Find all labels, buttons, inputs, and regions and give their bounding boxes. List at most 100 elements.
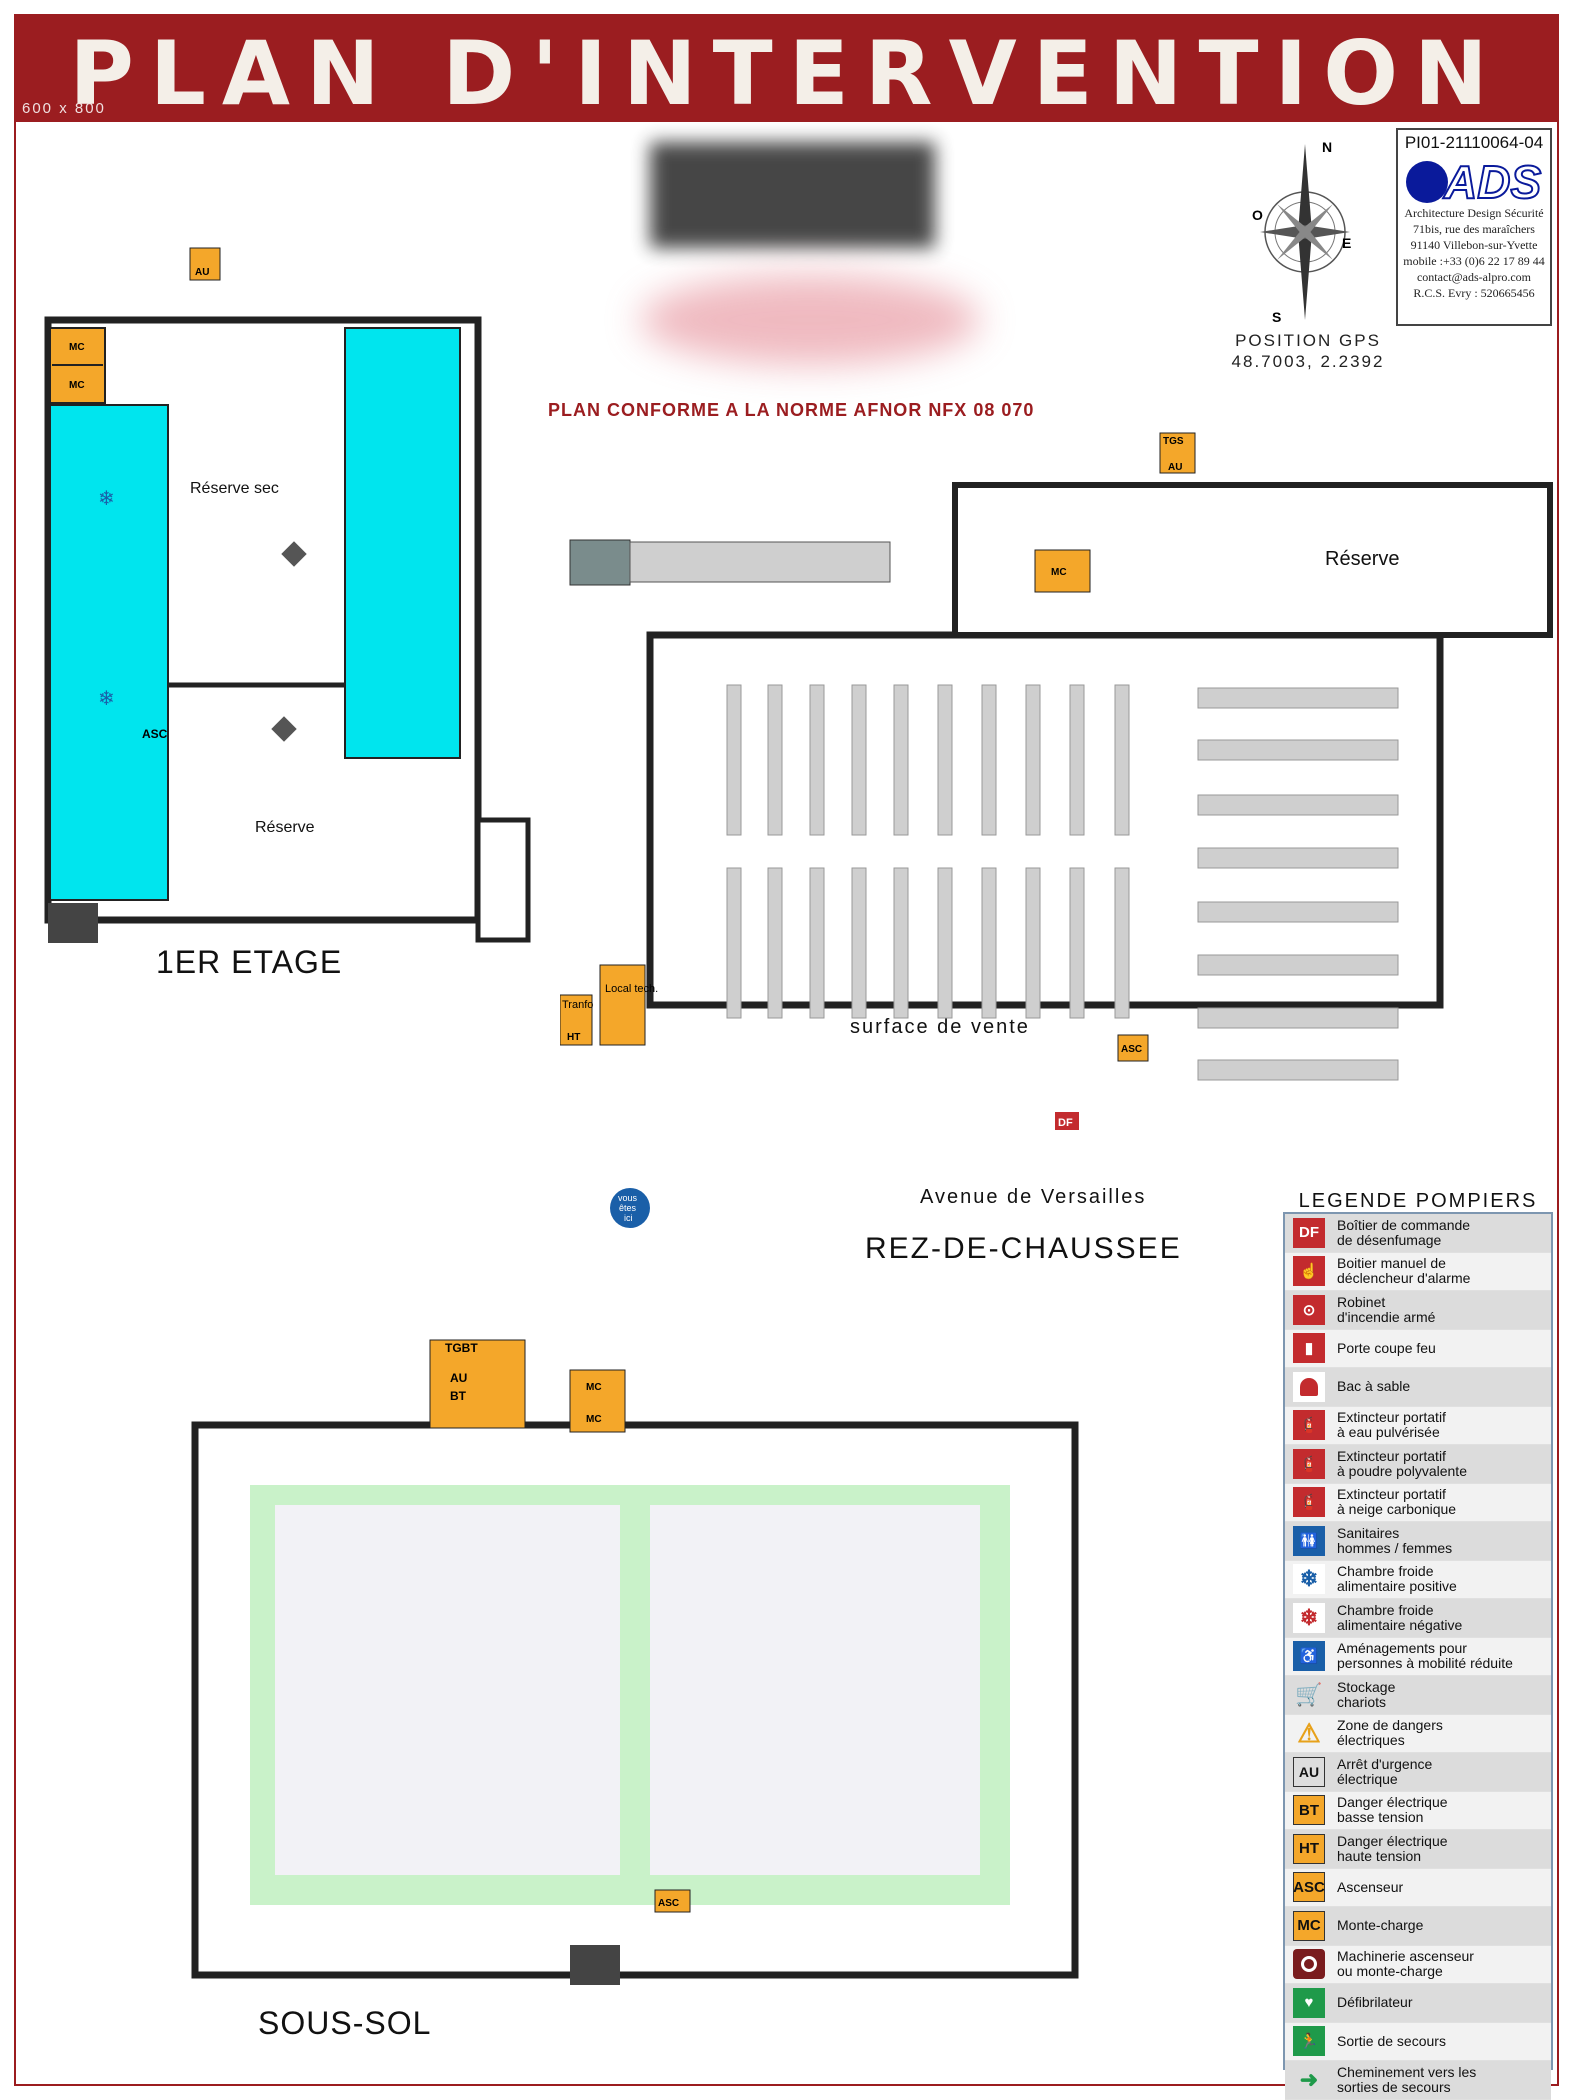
mc-badge: MC <box>586 1414 602 1425</box>
mc-badge: MC <box>69 342 85 353</box>
logo-dot-icon <box>1406 161 1448 203</box>
stair-annex <box>475 817 531 943</box>
cold-room-positive-icon: ❄ <box>1293 1564 1325 1595</box>
legend-item: ♥Défibrilateur <box>1285 1984 1551 2023</box>
fire-hose-icon: ⊙ <box>1293 1294 1325 1325</box>
stair-block <box>570 1945 620 1985</box>
mc-badge: MC <box>69 380 85 391</box>
legend-label: Ascenseur <box>1337 1878 1404 1895</box>
shelving <box>726 684 1399 1081</box>
legend-item: 🚻Sanitaires hommes / femmes <box>1285 1522 1551 1561</box>
gps-block: POSITION GPS 48.7003, 2.2392 <box>1208 330 1408 372</box>
company-logo: ADS <box>1404 155 1544 209</box>
title-banner: PLAN D'INTERVENTION 600 x 800 <box>14 14 1559 125</box>
au-badge: AU <box>450 1371 467 1385</box>
tranfo-badge: Tranfo <box>562 999 593 1011</box>
legend-label: Chambre froide alimentaire positive <box>1337 1563 1457 1595</box>
legend-item: ⊙Robinet d'incendie armé <box>1285 1291 1551 1330</box>
accessibility-icon: ♿ <box>1293 1641 1325 1672</box>
legend-label: Sortie de secours <box>1337 2032 1446 2049</box>
legend-label: Chambre froide alimentaire négative <box>1337 1601 1463 1633</box>
company-cartouche: PI01-21110064-04 ADS Architecture Design… <box>1396 128 1552 326</box>
legend-label: Bac à sable <box>1337 1378 1411 1395</box>
mc-badge: MC <box>1051 567 1067 578</box>
legend-item: ASC Ascenseur <box>1285 1868 1551 1907</box>
first-floor-label: 1ER ETAGE <box>156 944 343 980</box>
ground-floor-label: REZ-DE-CHAUSSEE <box>865 1232 1182 1265</box>
page-title: PLAN D'INTERVENTION <box>69 22 1504 125</box>
freight-lift-icon: MC <box>1293 1910 1325 1941</box>
back-store-outline <box>952 482 1553 638</box>
tgbt-badge: TGBT <box>445 1341 478 1355</box>
legend-item: 🛒Stockage chariots <box>1285 1676 1551 1715</box>
you-are-here-text: ici <box>624 1213 633 1223</box>
truck-cab <box>569 539 631 586</box>
smoke-control-box <box>1055 1112 1079 1130</box>
au-badge: AU <box>195 267 209 278</box>
plan-reference: PI01-21110064-04 <box>1404 133 1544 152</box>
you-are-here-marker <box>610 1188 650 1228</box>
legend-label: Boîtier de commande de désenfumage <box>1337 1216 1471 1248</box>
bt-badge: BT <box>450 1389 467 1403</box>
gps-label: POSITION GPS <box>1235 331 1381 350</box>
svg-text:❄: ❄ <box>98 688 115 710</box>
legend-item: ➜Cheminement vers les sorties de secours <box>1285 2061 1551 2100</box>
extinguisher-water-icon: 🧯 <box>1293 1410 1325 1441</box>
compass-rose: N O E S <box>1252 140 1351 325</box>
compass-e: E <box>1342 235 1351 251</box>
legend-label: Zone de dangers électriques <box>1337 1717 1443 1749</box>
fire-door-icon: ▮ <box>1293 1333 1325 1364</box>
legend-item: ♿ Aménagements pour personnes à mobilité … <box>1285 1637 1551 1676</box>
emergency-exit-icon: 🏃 <box>1293 2026 1325 2057</box>
elevator-icon: ASC <box>1293 1872 1325 1903</box>
legend-item: ❄ Chambre froide alimentaire positive <box>1285 1560 1551 1599</box>
company-line: R.C.S. Evry : 520665456 <box>1413 286 1535 300</box>
compass-s: S <box>1272 309 1281 325</box>
df-badge: DF <box>1058 1117 1073 1129</box>
tgs-badge: TGS <box>1163 436 1184 447</box>
freight-lift-mc <box>569 1369 626 1433</box>
legend-label: Arrêt d'urgence électrique <box>1337 1755 1433 1787</box>
cold-room-left <box>49 404 169 901</box>
logo-mark: ADS <box>1443 155 1542 209</box>
ground-floor-plan: Réserve surface de vente Avenue de Versa… <box>560 432 1553 1228</box>
street-label: Avenue de Versailles <box>920 1186 1146 1208</box>
cold-room-negative-icon: ❄ <box>1293 1602 1325 1633</box>
company-line: 91140 Villebon-sur-Yvette <box>1410 238 1538 252</box>
parking-zone-left <box>275 1505 620 1875</box>
you-are-here-text: êtes <box>619 1203 637 1213</box>
legend-title: LEGENDE POMPIERS <box>1298 1190 1538 1212</box>
legend-label: Boitier manuel de déclencheur d'alarme <box>1337 1255 1471 1287</box>
legend-item: 🏃 Sortie de secours <box>1285 2022 1551 2061</box>
norm-note: PLAN CONFORME A LA NORME AFNOR NFX 08 07… <box>548 400 1035 420</box>
lift-machinery-icon <box>1293 1949 1325 1980</box>
asc-badge: ASC <box>142 727 168 741</box>
first-floor-plan: MC MC ASC AU Réserve sec Réserve ❄ ❄ <box>44 247 531 943</box>
basement-plan: TGBT AU BT MC MC ASC <box>191 1339 1079 1985</box>
asc-badge: ASC <box>658 1898 679 1909</box>
technical-room <box>599 964 646 1046</box>
room-label-reserve: Réserve <box>1325 548 1399 570</box>
mc-badge: MC <box>586 1382 602 1393</box>
legend-label: Extincteur portatif à poudre polyvalente <box>1337 1447 1467 1479</box>
electric-danger-icon: ⚠ <box>1297 1717 1321 1748</box>
legend-label: Aménagements pour personnes à mobilité r… <box>1337 1640 1513 1672</box>
legend-item: ❄ Chambre froide alimentaire négative <box>1285 1599 1551 1638</box>
legend-label: Machinerie ascenseur ou monte-charge <box>1337 1948 1474 1980</box>
room-label-sales-floor: surface de vente <box>850 1016 1030 1038</box>
freight-lift-mc <box>1034 549 1091 593</box>
electric-panel-tgs <box>1159 432 1196 474</box>
toilets-icon: 🚻 <box>1293 1525 1325 1556</box>
df-icon: DF <box>1293 1217 1325 1248</box>
legend-label: Porte coupe feu <box>1337 1339 1436 1356</box>
local-tech-label: Local tech. <box>605 983 658 995</box>
au-badge: AU <box>1168 462 1182 473</box>
ht-badge: HT <box>567 1032 580 1043</box>
legend-item: 🧯Extincteur portatif à eau pulvérisée <box>1285 1406 1551 1445</box>
company-line: 71bis, rue des maraîchers <box>1413 222 1535 236</box>
